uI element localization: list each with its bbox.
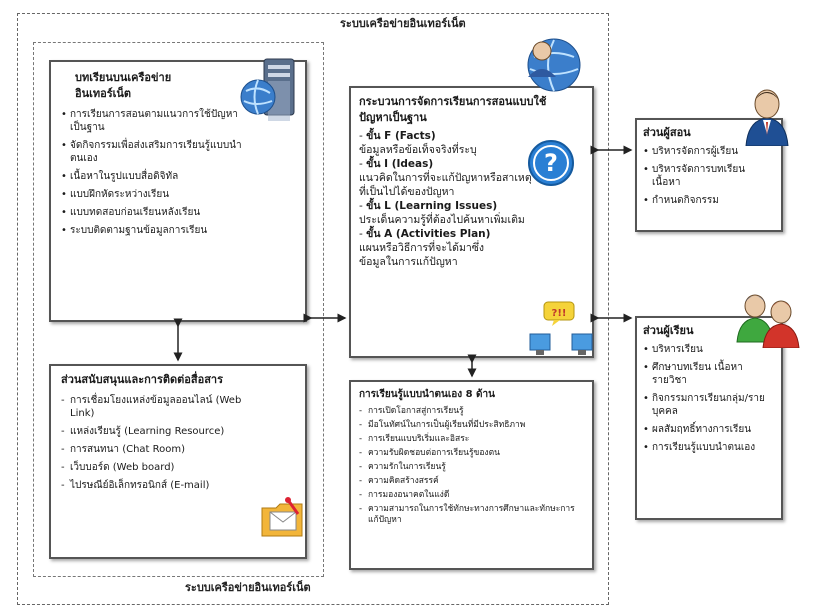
support-item: การเชื่อมโยงแหล่งข้อมูลออนไลน์ (Web Link… [61,394,259,420]
learning-item: การเปิดโอกาสสู่การเรียนรู้ [359,406,584,417]
learner-item: ผลสัมฤทธิ์ทางการเรียน [643,423,775,436]
learning-box-title: การเรียนรู้แบบนำตนเอง 8 ด้าน [359,389,495,400]
lesson-box: บทเรียนบนเครือข่ายอินเทอร์เน็ต การเรียนก… [49,60,307,322]
learning-item: ความรับผิดชอบต่อการเรียนรู้ของตน [359,448,584,459]
learner-item: บริหารเรียน [643,343,775,356]
learner-box-title: ส่วนผู้เรียน [643,324,694,337]
teacher-item: บริหารจัดการผู้เรียน [643,145,775,158]
mail-folder-icon [258,494,308,540]
learner-item: กิจกรรมการเรียนกลุ่ม/รายบุคคล [643,392,775,418]
process-box-title: กระบวนการจัดการเรียนการสอนแบบใช้ปัญหาเป็… [359,95,547,124]
lesson-box-title: บทเรียนบนเครือข่ายอินเทอร์เน็ต [75,71,172,100]
question-mark-icon: ? [527,139,575,187]
server-globe-icon [236,55,302,125]
learner-item: ศึกษาบทเรียน เนื้อหารายวิชา [643,361,775,387]
learning-item: ความคิดสร้างสรรค์ [359,476,584,487]
lesson-item: ระบบติดตามฐานข้อมูลการเรียน [61,224,247,237]
lesson-item: เนื้อหาในรูปแบบสื่อดิจิทัล [61,170,247,183]
process-box: กระบวนการจัดการเรียนการสอนแบบใช้ปัญหาเป็… [349,86,594,358]
svg-text:?: ? [544,149,558,177]
teacher-box-title: ส่วนผู้สอน [643,126,691,139]
teacher-person-icon [742,84,792,147]
internet-network-frame [17,13,609,605]
lesson-item: แบบทดสอบก่อนเรียนหลังเรียน [61,206,247,219]
step-text: แนวคิดในการที่จะแก้ปัญหาหรือสาเหตุที่เป็… [359,172,532,198]
learner-item: การเรียนรู้แบบนำตนเอง [643,441,775,454]
support-item: แหล่งเรียนรู้ (Learning Resource) [61,425,259,438]
teacher-item: กำหนดกิจกรรม [643,194,775,207]
step-text: ประเด็นความรู้ที่ต้องไปค้นหาเพิ่มเติม [359,214,525,226]
support-item: ไปรษณีย์อิเล็กทรอนิกส์ (E-mail) [61,479,259,492]
support-box: ส่วนสนับสนุนและการติดต่อสื่อสาร การเชื่อ… [49,364,307,559]
learning-item: ความรักในการเรียนรู้ [359,462,584,473]
learner-box: ส่วนผู้เรียน บริหารเรียน ศึกษาบทเรียน เน… [635,316,783,520]
learning-item: การเรียนแบบริเริ่มและอิสระ [359,434,584,445]
lesson-item: จัดกิจกรรมเพื่อส่งเสริมการเรียนรู้แบบนำต… [61,139,247,165]
step-text: ข้อมูลหรือข้อเท็จจริงที่ระบุ [359,144,477,156]
support-item: การสนทนา (Chat Room) [61,443,259,456]
support-item: เว็บบอร์ด (Web board) [61,461,259,474]
left-column-frame [33,42,324,577]
step-label: ขั้น A (Activities Plan) [366,228,491,240]
network-user-globe-icon [520,35,582,95]
step-text: แผนหรือวิธีการที่จะได้มาซึ่งข้อมูลในการแ… [359,242,485,268]
support-box-title: ส่วนสนับสนุนและการติดต่อสื่อสาร [61,373,224,386]
network-title-top: ระบบเครือข่ายอินเทอร์เน็ต [340,17,466,30]
lesson-item: การเรียนการสอนตามแนวการใช้ปัญหาเป็นฐาน [61,108,247,134]
learning-item: มีอโนทัศน์ในการเป็นผู้เรียนที่มีประสิทธิ… [359,420,584,431]
teacher-box: ส่วนผู้สอน บริหารจัดการผู้เรียน บริหารจั… [635,118,783,232]
learning-item: การมองอนาคตในแง่ดี [359,490,584,501]
lesson-item: แบบฝึกหัดระหว่างเรียน [61,188,247,201]
chat-computers-icon: ?!! [526,300,596,360]
step-label: ขั้น I (Ideas) [366,158,434,170]
teacher-item: บริหารจัดการบทเรียน เนื้อหา [643,163,775,189]
learners-group-icon [735,286,801,349]
step-label: ขั้น F (Facts) [366,130,436,142]
network-title-bottom: ระบบเครือข่ายอินเทอร์เน็ต [185,581,311,594]
step-label: ขั้น L (Learning Issues) [366,200,498,212]
svg-text:?!!: ?!! [552,308,567,319]
learning-box: การเรียนรู้แบบนำตนเอง 8 ด้าน การเปิดโอกา… [349,380,594,570]
learning-item: ความสามารถในการใช้ทักษะทางการศึกษาและทัก… [359,504,584,526]
